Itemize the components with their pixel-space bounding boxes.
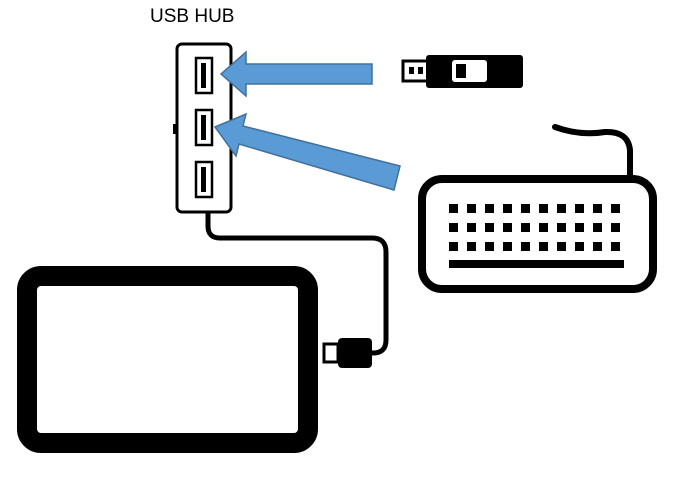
usb-cable [205,208,389,356]
keyboard-keys [449,204,620,251]
keyboard-key [593,204,602,213]
tablet-icon [17,266,372,453]
keyboard-key [485,242,494,251]
connection-arrow [213,112,401,191]
keyboard-key [521,204,530,213]
keyboard-key [611,223,620,232]
usb-hub-label: USB HUB [150,6,235,27]
keyboard-key [575,242,584,251]
keyboard-key [503,242,512,251]
keyboard-key [557,204,566,213]
keyboard-key [593,223,602,232]
usb-port [194,56,214,95]
keyboard-key [449,242,458,251]
usb-port [194,160,214,199]
keyboard-key [557,242,566,251]
usb-port [194,108,214,147]
keyboard-key [575,204,584,213]
keyboard-key [557,223,566,232]
connection-arrow [219,50,373,98]
keyboard-cable [552,124,633,181]
keyboard-key [539,223,548,232]
keyboard-key [467,204,476,213]
keyboard-key [485,204,494,213]
keyboard-key [593,242,602,251]
usb-hub-icon [173,42,233,214]
keyboard-key [467,223,476,232]
keyboard-key [503,223,512,232]
usb-flash-drive-icon [401,55,523,88]
keyboard-key [611,242,620,251]
keyboard-key [575,223,584,232]
keyboard-icon [418,124,657,293]
keyboard-key [449,223,458,232]
keyboard-key [521,242,530,251]
keyboard-key [467,242,476,251]
keyboard-key [503,204,512,213]
keyboard-key [539,204,548,213]
keyboard-key [611,204,620,213]
keyboard-key [485,223,494,232]
keyboard-key [539,242,548,251]
keyboard-key [449,204,458,213]
keyboard-key [521,223,530,232]
